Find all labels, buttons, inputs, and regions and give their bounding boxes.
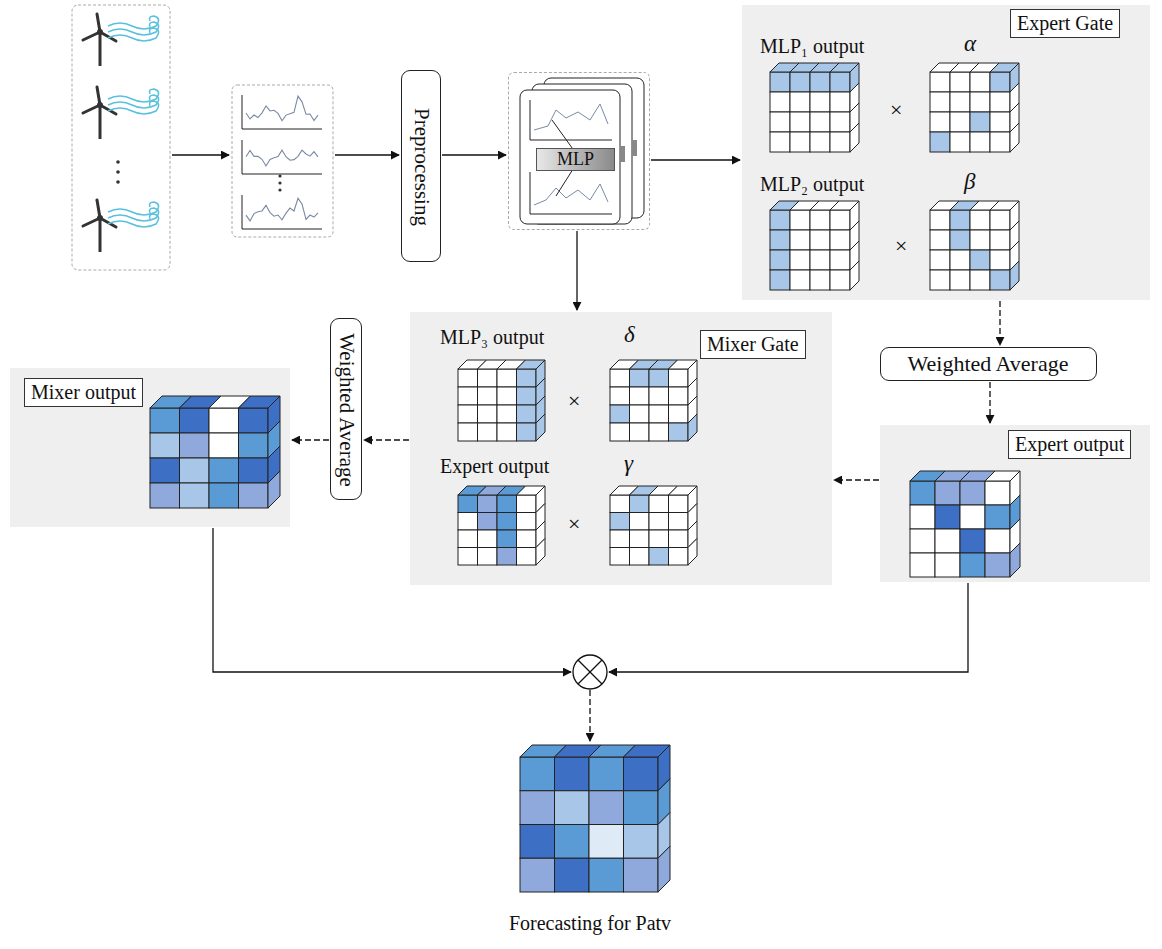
ellipsis-dot	[116, 170, 120, 174]
ellipsis-dot	[116, 180, 120, 184]
gate-heading: Expert Gate	[1010, 9, 1120, 38]
layout-arrows	[172, 155, 968, 741]
multiply-sign: ×	[895, 233, 907, 258]
series-chart	[242, 95, 322, 129]
gate-heading: Mixer output	[24, 378, 143, 407]
tensor-grid	[150, 396, 280, 508]
tensor-grid	[520, 745, 670, 892]
mlp-cards	[520, 78, 644, 224]
tensor-grid	[610, 486, 697, 565]
multiply-sign: ×	[890, 97, 902, 122]
tensor-grid	[458, 360, 545, 441]
multiply-circle	[573, 655, 607, 689]
tensor-label: MLP₃ output	[440, 326, 544, 349]
gate-symbol: δ	[624, 322, 635, 348]
box-label: Weighted Average	[908, 351, 1069, 376]
ellipsis-dot	[278, 181, 281, 184]
tensor-grid	[930, 63, 1019, 152]
rotated-label: Preprocessing	[410, 108, 434, 226]
flow-arrow	[292, 439, 329, 440]
flow-arrow	[989, 382, 990, 423]
tensor-grid	[770, 201, 859, 290]
gate-symbol: γ	[624, 451, 633, 477]
weighted-average-box: Weighted Average	[880, 347, 1097, 381]
flow-arrow	[651, 159, 740, 160]
wind-turbine	[83, 87, 159, 139]
tensor-grid	[930, 201, 1019, 290]
turbine-panel	[72, 5, 170, 270]
tensor-grid	[610, 360, 697, 441]
flow-arrow	[999, 301, 1000, 345]
wind-turbine	[83, 14, 159, 66]
expert-gate-panel: Expert GateMLP₁ output αMLP₂ output β	[742, 5, 1150, 300]
mlp-bar: MLP	[536, 148, 615, 171]
wind-turbine	[83, 200, 159, 252]
tensor-grid	[910, 471, 1020, 577]
multiply-sign: ×	[568, 388, 580, 413]
gate-heading: Expert output	[1008, 430, 1131, 459]
flow-arrow	[576, 231, 577, 310]
preprocessing-box: Preprocessing	[401, 70, 441, 262]
mixer-gate-panel: Mixer Gate MLP₃ output δExpert output γ	[410, 312, 832, 585]
tensor-label: Expert output	[440, 455, 549, 478]
series-chart	[242, 195, 322, 229]
series-chart	[242, 140, 322, 174]
multiply-sign: ×	[568, 511, 580, 536]
gate-symbol: β	[964, 169, 975, 195]
ellipsis-dot	[116, 160, 120, 164]
tensor-label: MLP₁ output	[760, 35, 864, 58]
caption-label: Forecasting for Patv	[509, 912, 671, 935]
tensor-label: MLP₂ output	[760, 173, 864, 196]
mixer-output-panel: Mixer output	[10, 368, 290, 527]
gate-symbol: α	[964, 31, 976, 57]
series-panel	[232, 85, 333, 237]
flow-arrow	[442, 154, 506, 155]
flow-arrow	[364, 439, 409, 440]
rotated-label: Weighted Average	[335, 333, 359, 487]
ellipsis-dot	[278, 174, 281, 177]
flow-arrow	[834, 479, 879, 480]
ellipsis-dot	[278, 188, 281, 191]
weighted-average-box: Weighted Average	[330, 318, 362, 500]
expert-output-panel: Expert output	[880, 425, 1150, 582]
tensor-grid	[770, 63, 859, 152]
gate-heading: Mixer Gate	[700, 330, 806, 359]
mlp-stack: MLP	[508, 72, 650, 230]
tensor-grid	[458, 486, 545, 565]
